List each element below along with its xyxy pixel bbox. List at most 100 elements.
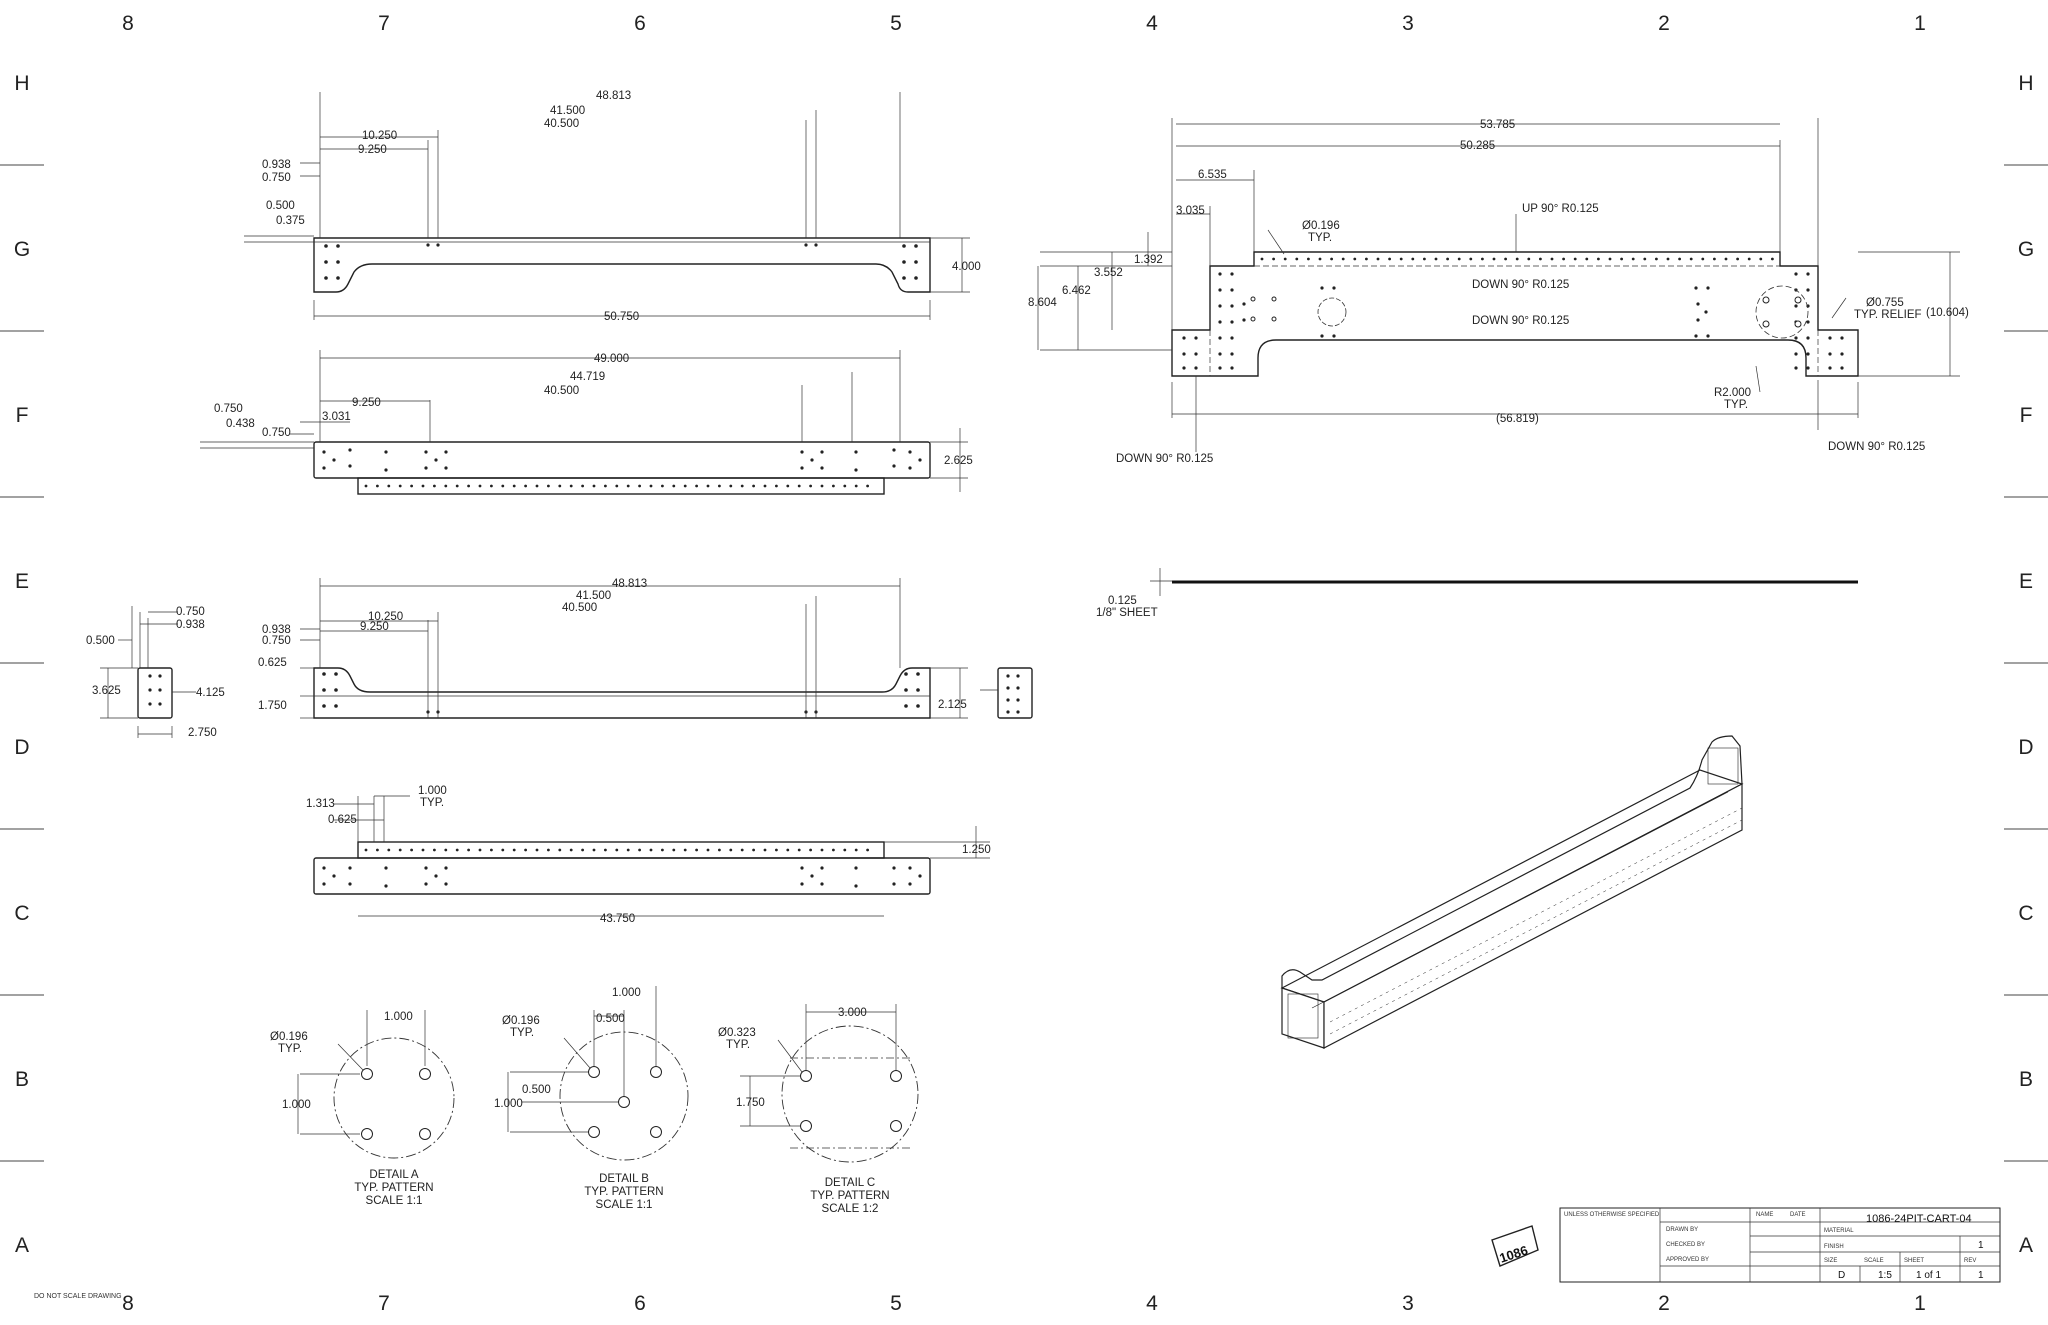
perforation-hole (638, 484, 641, 488)
perforation-hole (1585, 257, 1589, 261)
perforation-hole (615, 848, 619, 852)
detail-a-typ: TYP. (278, 1043, 302, 1055)
sheet-edge-view: 0.125 1/8" SHEET (1096, 568, 1858, 619)
perforation-hole (718, 484, 721, 488)
perforation-hole (695, 484, 698, 488)
view-bottom-perforation-holes (364, 848, 869, 852)
zone-row-h: H (14, 72, 29, 95)
title-block-size-label: SIZE (1824, 1258, 1837, 1264)
perforation-hole (467, 484, 470, 488)
zone-col-3-bottom: 3 (1402, 1292, 1414, 1315)
title-block-scale-label: SCALE (1864, 1258, 1884, 1264)
perforation-hole (1736, 257, 1739, 261)
title-block-sheet-label: SHEET (1904, 1258, 1924, 1264)
perforation-hole (398, 484, 402, 488)
flat-bend-down-1: DOWN 90° R0.125 (1472, 279, 1569, 291)
dim-bottom-1250: 1.250 (962, 844, 991, 856)
dim-second-2625: 2.625 (944, 455, 973, 467)
view-second: 49.000 44.719 40.500 9.250 3.031 0.750 0… (200, 350, 973, 495)
perforation-hole (1655, 257, 1658, 261)
perforation-hole (387, 848, 391, 852)
perforation-hole (775, 484, 778, 488)
perforation-hole (1457, 257, 1461, 261)
dim-second-9250: 9.250 (352, 397, 381, 409)
dim-third-41500: 41.500 (576, 590, 611, 602)
view-third: 48.813 41.500 40.500 10.250 9.250 0.938 … (258, 578, 968, 719)
dim-third-1750: 1.750 (258, 700, 287, 712)
dim-second-3031: 3.031 (322, 411, 351, 423)
perforation-hole (1771, 257, 1774, 261)
perforation-hole (1713, 257, 1716, 261)
perforation-hole (1573, 257, 1577, 261)
dim-top-48813: 48.813 (596, 90, 631, 102)
perforation-hole (1423, 257, 1426, 261)
detail-c-scale: SCALE 1:2 (822, 1203, 879, 1215)
flat-hole: Ø0.196 (1302, 220, 1340, 232)
flat-h-6462: 6.462 (1062, 285, 1091, 297)
dim-bottom-43750: 43.750 (600, 913, 635, 925)
zone-col-6: 6 (634, 12, 646, 35)
detail-b-mid: 0.500 (522, 1084, 551, 1096)
perforation-hole (490, 848, 493, 852)
perforation-hole (1515, 257, 1519, 261)
zone-row-b: B (15, 1068, 29, 1091)
perforation-hole (820, 484, 824, 488)
perforation-hole (376, 484, 379, 488)
view-second-perforation-holes (364, 484, 869, 488)
view-second-diamond-holes (322, 448, 922, 472)
perforation-hole (695, 848, 698, 852)
zone-row-a-right: A (2019, 1234, 2033, 1257)
zone-row-c-right: C (2018, 902, 2033, 925)
title-block-rev-label: REV (1964, 1258, 1976, 1264)
perforation-hole (364, 484, 368, 488)
flat-bend-down-2: DOWN 90° R0.125 (1472, 315, 1569, 327)
flat-height: (10.604) (1926, 307, 1969, 319)
perforation-hole (592, 848, 596, 852)
zone-col-2-bottom: 2 (1658, 1292, 1670, 1315)
perforation-hole (410, 848, 413, 852)
zone-row-d: D (14, 736, 29, 759)
perforation-hole (718, 848, 721, 852)
zone-col-8: 8 (122, 12, 134, 35)
perforation-hole (797, 848, 801, 852)
isometric-view (1280, 735, 1744, 1049)
perforation-hole (604, 484, 607, 488)
dim-end-0500: 0.500 (86, 635, 115, 647)
perforation-hole (558, 484, 562, 488)
perforation-hole (421, 484, 425, 488)
dim-top-0750: 0.750 (262, 172, 291, 184)
dim-bottom-1000: 1.000 (418, 785, 447, 797)
perforation-hole (364, 848, 368, 852)
title-block-size: D (1838, 1270, 1845, 1281)
zone-row-c: C (14, 902, 29, 925)
flat-dim-3035: 3.035 (1176, 205, 1205, 217)
detail-b-title: DETAIL B (599, 1173, 649, 1185)
perforation-hole (1539, 257, 1542, 261)
perforation-hole (661, 484, 664, 488)
detail-b: 1.000 0.500 Ø0.196 TYP. 0.500 1.000 DETA… (494, 986, 689, 1211)
perforation-hole (1376, 257, 1380, 261)
perforation-hole (1295, 257, 1299, 261)
dim-bottom-1313: 1.313 (306, 798, 335, 810)
perforation-hole (1469, 257, 1473, 261)
detail-b-h: 0.500 (596, 1013, 625, 1025)
perforation-hole (581, 484, 584, 488)
title-block-date: DATE (1790, 1212, 1806, 1218)
dim-third-0938: 0.938 (262, 624, 291, 636)
perforation-hole (501, 848, 505, 852)
dim-top-50750: 50.750 (604, 311, 639, 323)
detail-c-v: 1.750 (736, 1097, 765, 1109)
perforation-hole (455, 484, 459, 488)
detail-c-hole: Ø0.323 (718, 1027, 756, 1039)
zone-col-2: 2 (1658, 12, 1670, 35)
perforation-hole (421, 848, 425, 852)
perforation-hole (649, 484, 653, 488)
flat-pattern-end-holes (1182, 272, 1844, 370)
title-block-scale: 1:5 (1878, 1270, 1892, 1281)
perforation-hole (524, 848, 527, 852)
perforation-hole (615, 484, 619, 488)
dim-top-10250: 10.250 (362, 130, 397, 142)
dim-second-49000: 49.000 (594, 353, 629, 365)
perforation-hole (547, 484, 550, 488)
